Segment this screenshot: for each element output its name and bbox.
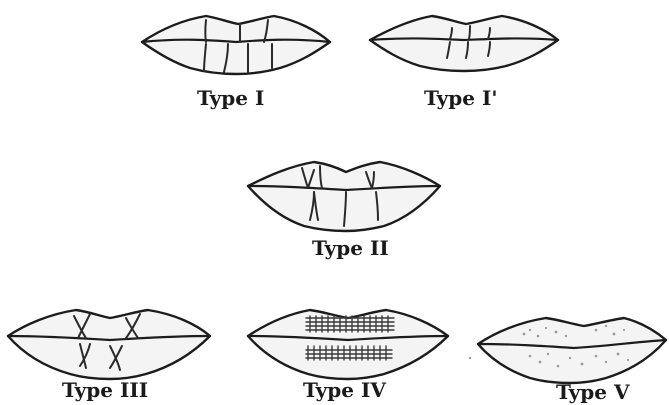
lip-type-i xyxy=(140,14,332,76)
label-type-ii: Type II xyxy=(312,236,389,260)
label-type-i: Type I xyxy=(197,86,265,110)
lip-type-iv xyxy=(246,308,450,381)
indistinct-dots xyxy=(468,324,630,368)
reticular-pattern-lower xyxy=(305,345,393,361)
label-type-v: Type V xyxy=(556,380,630,404)
lip-type-i-prime xyxy=(368,14,560,73)
lip-type-v xyxy=(468,316,668,385)
label-type-iv: Type IV xyxy=(303,378,386,402)
label-type-i-prime: Type I' xyxy=(424,86,498,110)
lip-type-iii xyxy=(6,308,212,381)
reticular-pattern-upper xyxy=(305,315,395,333)
lip-type-ii xyxy=(246,160,442,233)
label-type-iii: Type III xyxy=(62,378,149,402)
